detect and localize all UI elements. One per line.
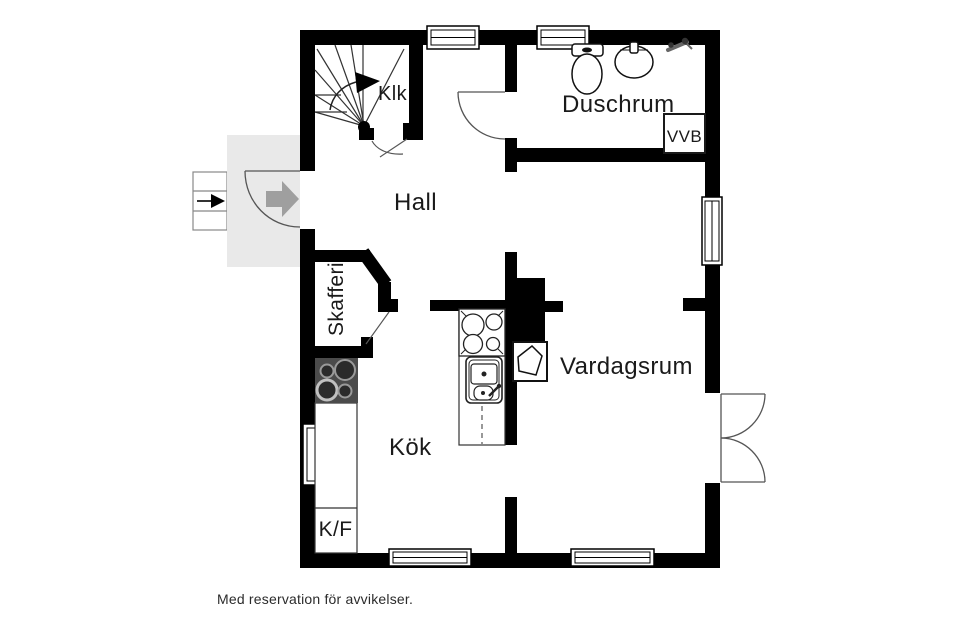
toilet-icon: [571, 43, 604, 95]
disclaimer-text: Med reservation för avvikelser.: [217, 591, 414, 607]
staircase: [314, 44, 405, 127]
skafferi-door: [365, 311, 390, 345]
entry-arrow-icon: [266, 181, 299, 217]
chimney: [512, 278, 545, 342]
stair-direction-arrow-icon: [329, 72, 380, 111]
room-label-kok: Kök: [389, 434, 432, 461]
cooktop-icon: [458, 308, 506, 357]
room-label-duschrum: Duschrum: [562, 91, 675, 118]
bathroom-sink-icon: [614, 41, 654, 79]
room-label-klk: Klk: [378, 83, 407, 105]
kitchen-sink-icon: [465, 356, 503, 404]
fridge-freezer-label: K/F: [318, 518, 353, 541]
fireplace-icon: [512, 341, 548, 382]
interior-walls: [313, 45, 707, 553]
water-heater-label: VVB: [666, 127, 703, 146]
duschrum-door: [457, 91, 506, 140]
stove-icon: [315, 358, 358, 403]
room-label-hall: Hall: [394, 189, 437, 216]
room-label-skafferi: Skafferi: [324, 262, 348, 337]
window-bottom-left: [388, 548, 472, 567]
klk-door: [371, 138, 408, 158]
water-heater-box: [663, 113, 706, 154]
window-top-left: [426, 25, 480, 50]
staircase-hub: [358, 121, 374, 140]
entry-door: [244, 170, 301, 228]
entry-steps: [192, 171, 228, 231]
shower-mixer-icon: [666, 37, 693, 52]
window-bottom-right: [570, 548, 655, 567]
window-east: [701, 196, 723, 266]
french-doors: [720, 393, 766, 483]
room-label-vardagsrum: Vardagsrum: [560, 353, 693, 380]
